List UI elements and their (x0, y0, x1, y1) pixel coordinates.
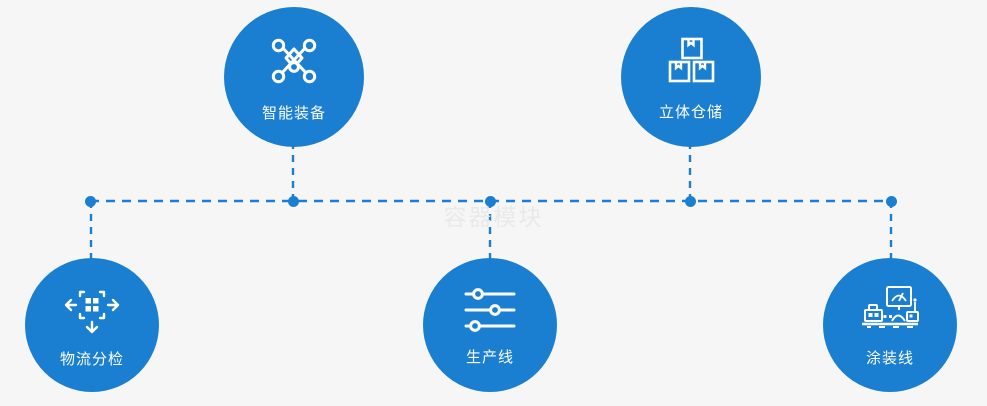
node-stereo-warehouse[interactable]: 立体仓储 (621, 7, 761, 147)
node-label-painting-line: 涂装线 (865, 348, 914, 367)
bus-node-4[interactable] (685, 196, 696, 207)
stacked-boxes-icon (665, 35, 717, 87)
node-label-production-line: 生产线 (465, 347, 514, 366)
bus-node-2[interactable] (288, 196, 299, 207)
node-label-logistics-sorting: 物流分检 (59, 349, 124, 368)
bus-node-3[interactable] (485, 196, 496, 207)
network-nodes-icon (267, 34, 321, 88)
node-painting-line[interactable]: 涂装线 (823, 258, 957, 392)
sorting-arrows-icon (63, 284, 121, 336)
coating-machine-icon (859, 285, 921, 335)
node-smart-equipment[interactable]: 智能装备 (224, 7, 364, 147)
node-production-line[interactable]: 生产线 (423, 258, 557, 392)
node-label-smart-equipment: 智能装备 (261, 103, 326, 122)
sliders-icon (462, 286, 518, 334)
bus-node-1[interactable] (85, 196, 96, 207)
node-logistics-sorting[interactable]: 物流分检 (25, 258, 159, 392)
bus-node-5[interactable] (886, 196, 897, 207)
node-label-stereo-warehouse: 立体仓储 (658, 102, 723, 121)
watermark-text: 容器模块 (443, 205, 544, 231)
